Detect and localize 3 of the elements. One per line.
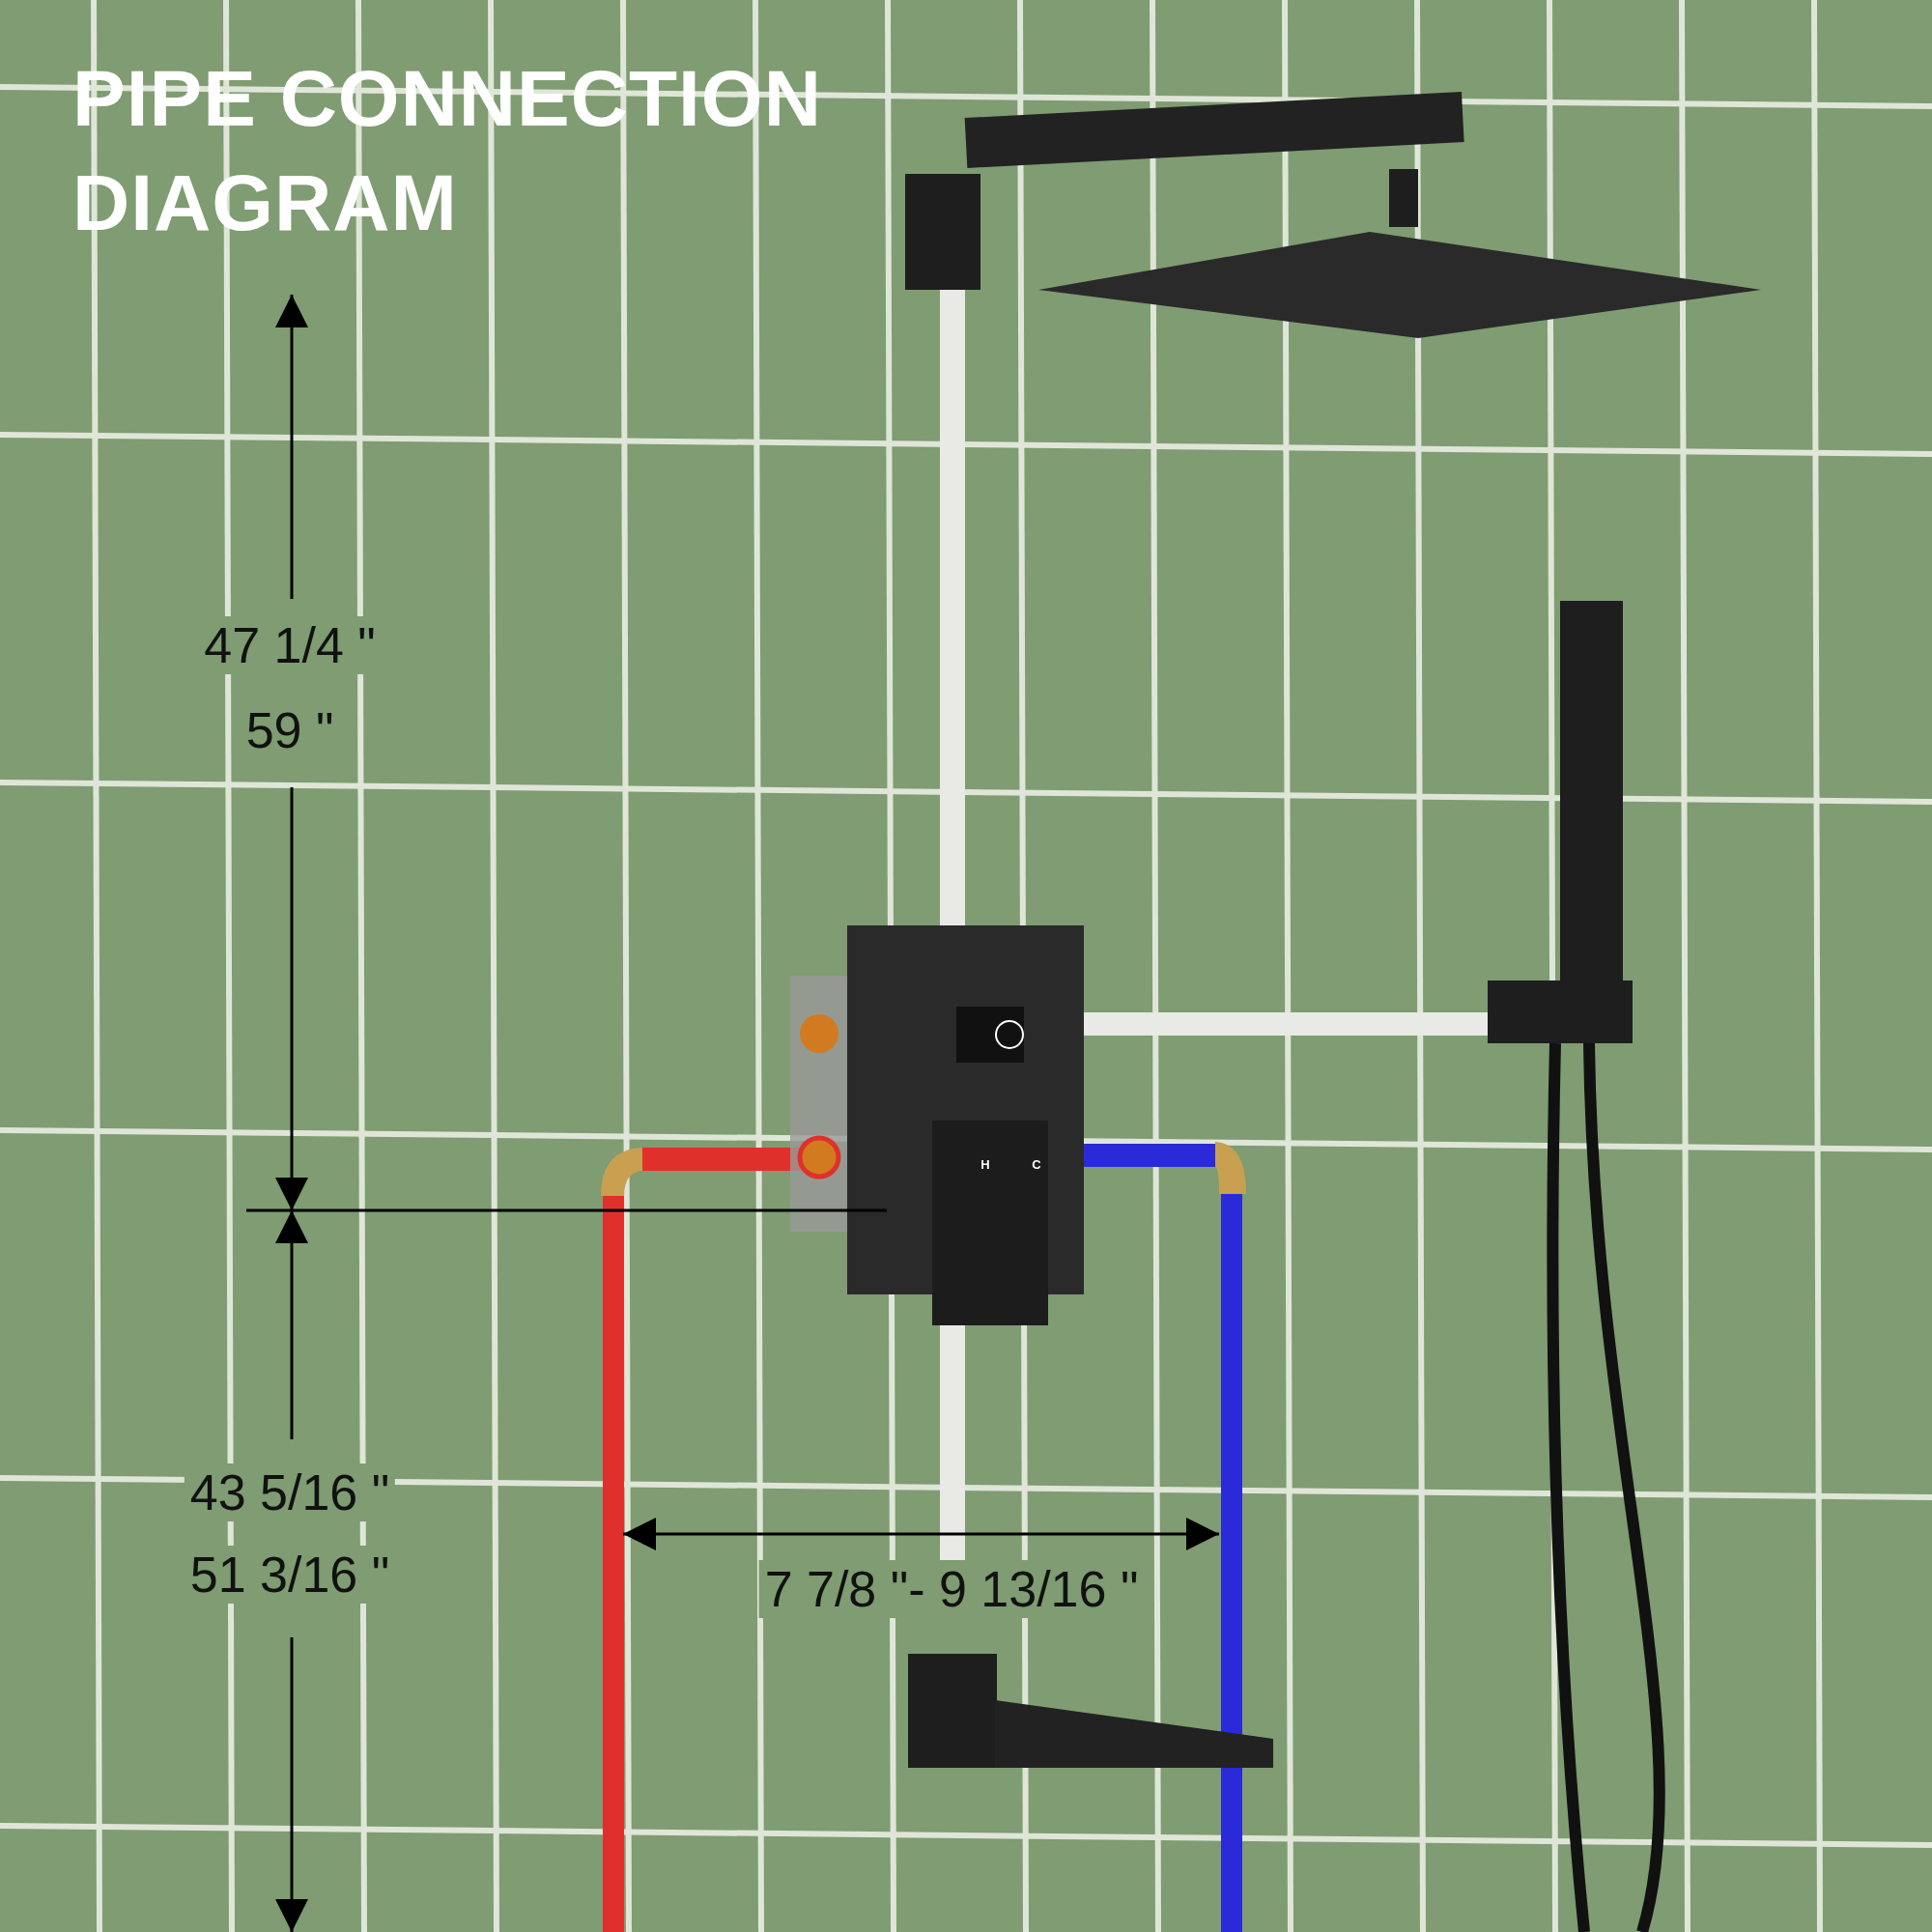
handle-marking: H	[980, 1156, 990, 1172]
handle-marking: C	[1032, 1156, 1041, 1172]
dimension-label: 43 5/16 "	[184, 1463, 396, 1521]
